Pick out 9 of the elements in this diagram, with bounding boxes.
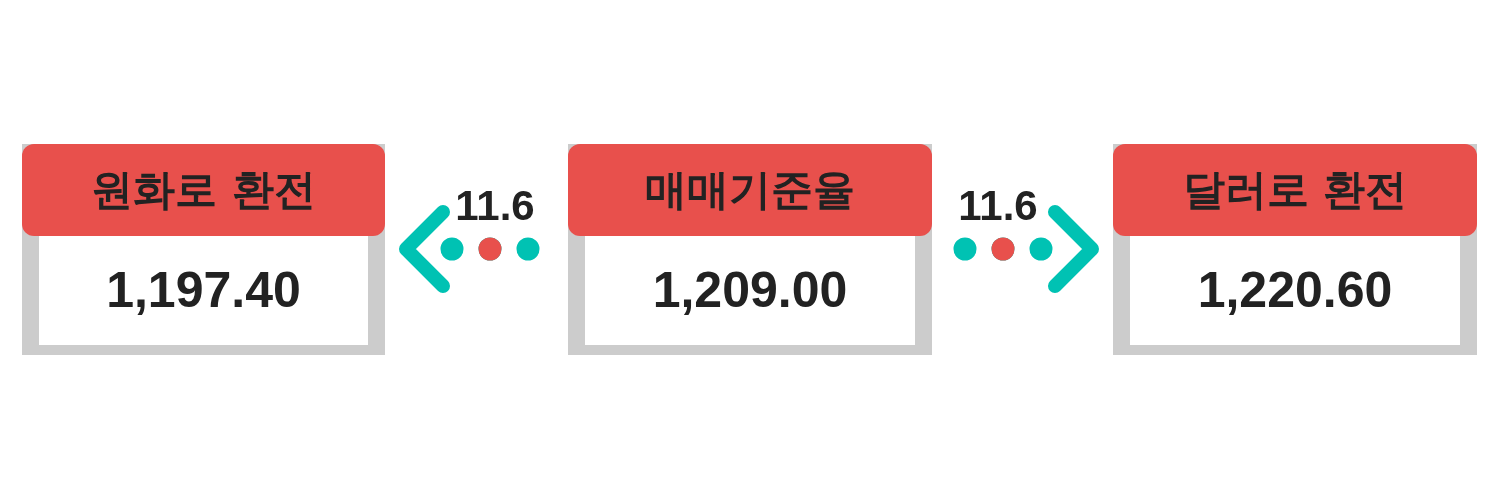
rate-value: 1,209.00 [652,263,848,318]
card-title: 달러로 환전 [1182,166,1408,214]
card-title: 원화로 환전 [91,166,316,214]
rate-card [1113,144,1477,355]
card-title: 매매기준율 [645,166,855,214]
rate-card [568,144,932,355]
rate-value: 1,220.60 [1197,263,1393,318]
rate-value: 1,197.40 [106,263,301,318]
rate-card [22,144,385,355]
